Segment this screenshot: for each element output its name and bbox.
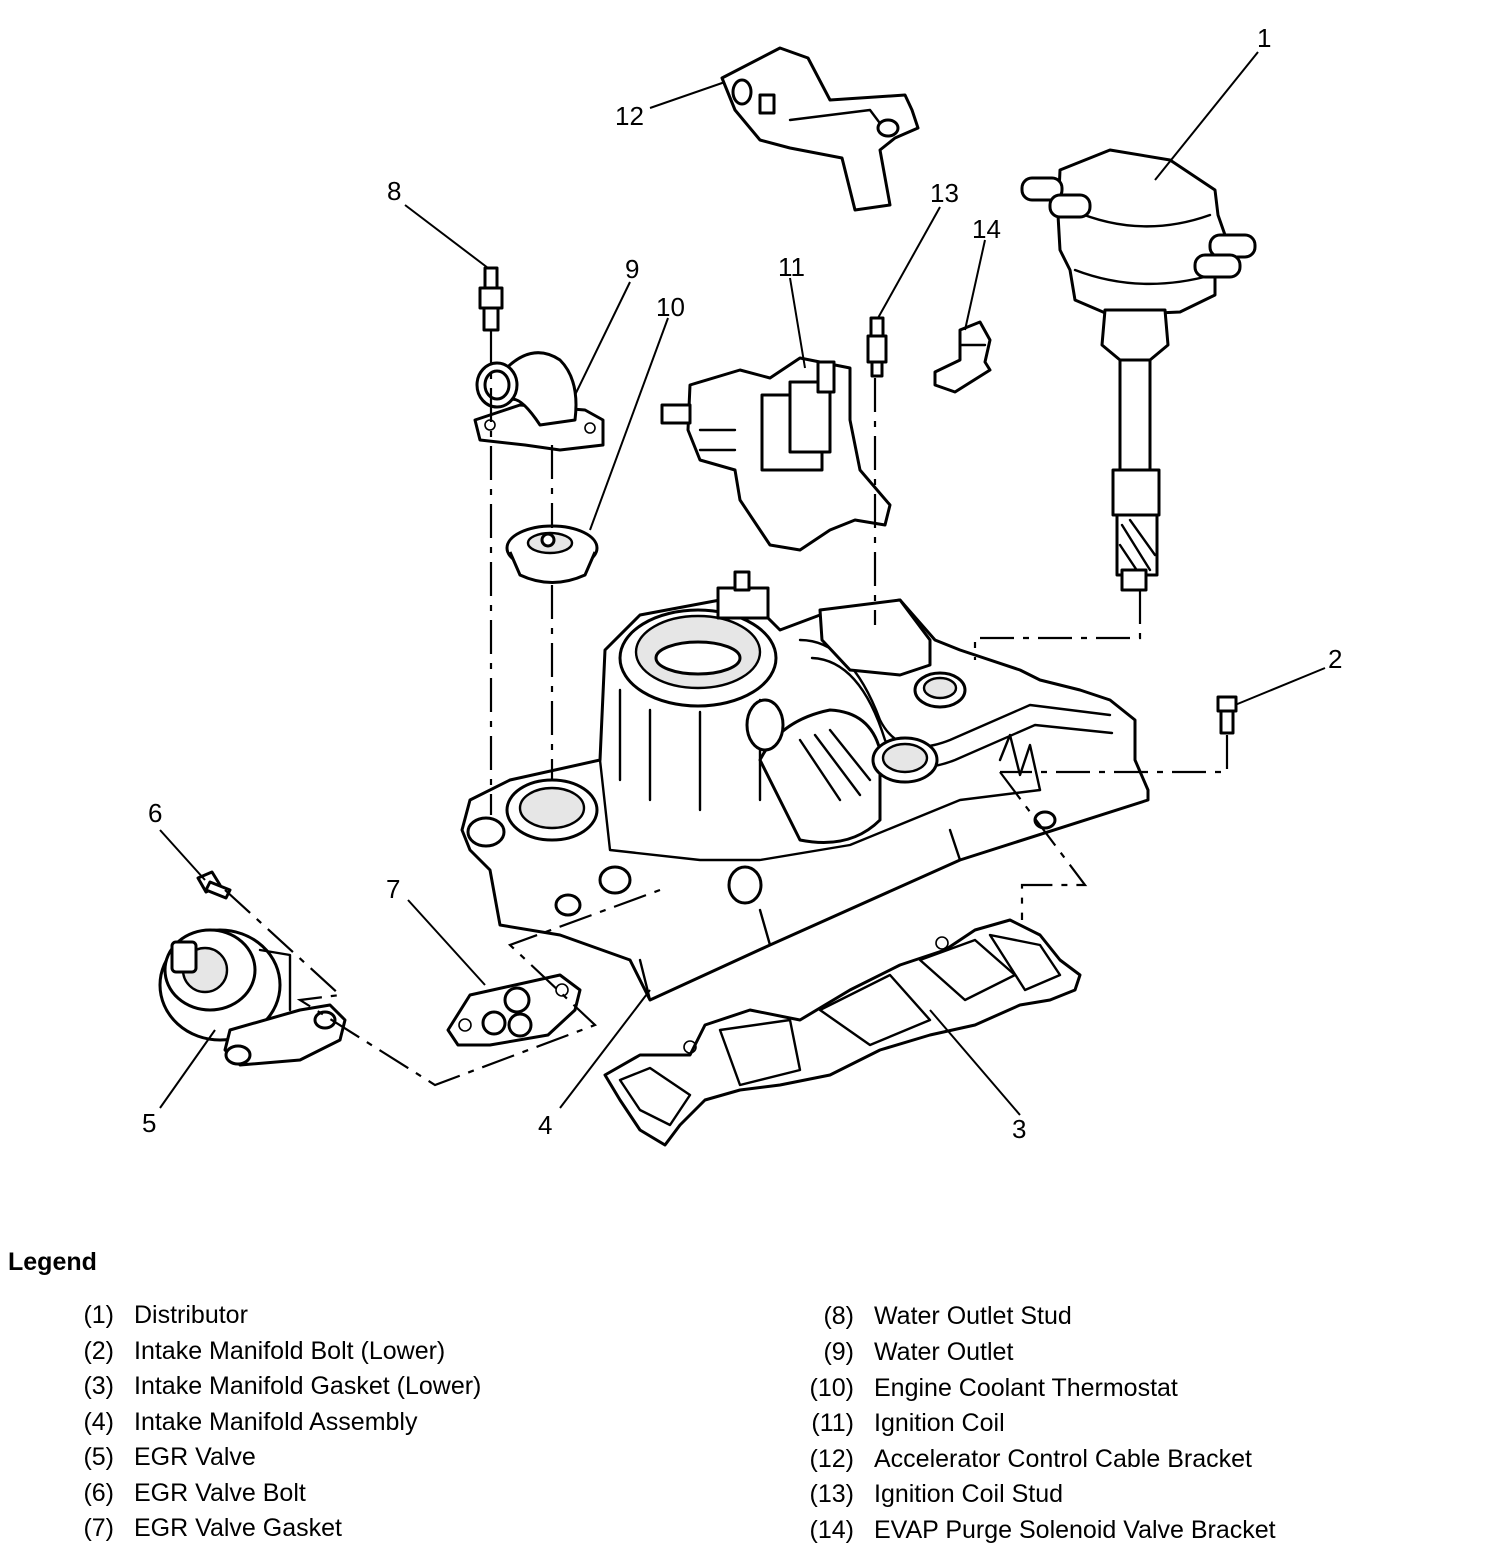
exploded-view-diagram: 1 2 3 4 5 6 7 8 9 10 11 12 13 14 [142,23,1342,1147]
legend-item-number: (10) [809,1374,854,1402]
legend-item-number: (9) [823,1338,854,1366]
legend-item-label: Ignition Coil Stud [874,1480,1064,1508]
legend-item-label: EGR Valve Bolt [134,1479,306,1507]
legend-item-label: Intake Manifold Assembly [134,1408,418,1436]
legend-item-label: Water Outlet Stud [874,1302,1072,1330]
evap-purge-solenoid-valve-bracket [933,320,992,394]
legend-item-label: Engine Coolant Thermostat [874,1374,1178,1402]
legend-item-number: (13) [809,1480,854,1508]
legend-item-label: EGR Valve [134,1443,256,1471]
accelerator-control-cable-bracket [720,46,920,212]
callout-leaders [159,51,1326,1116]
legend-item-number: (6) [83,1479,114,1507]
legend-title: Legend [8,1248,97,1276]
legend-item-number: (4) [83,1408,114,1436]
legend-item-label: EVAP Purge Solenoid Valve Bracket [874,1516,1276,1544]
legend-item-label: EGR Valve Gasket [134,1514,342,1542]
callout-14: 14 [972,214,1001,244]
egr-valve [158,928,347,1067]
engine-coolant-thermostat [505,524,599,584]
callout-1: 1 [1257,23,1271,53]
callout-8: 8 [387,176,401,206]
legend-item-label: Water Outlet [874,1338,1014,1366]
intake-manifold-gasket [603,918,1082,1147]
callout-10: 10 [656,292,685,322]
callout-13: 13 [930,178,959,208]
callout-7: 7 [386,874,400,904]
legend-item-label: Intake Manifold Gasket (Lower) [134,1372,482,1400]
legend-item-number: (11) [811,1409,854,1437]
legend-item-number: (3) [83,1372,114,1400]
ignition-coil [660,356,892,552]
legend-item-label: Intake Manifold Bolt (Lower) [134,1337,446,1365]
callout-3: 3 [1012,1114,1026,1144]
water-outlet-stud [478,266,504,332]
callout-numbers: 1 2 3 4 5 6 7 8 9 10 11 12 13 14 [142,23,1342,1144]
callout-6: 6 [148,798,162,828]
legend-item-label: Ignition Coil [874,1409,1005,1437]
water-outlet [473,351,605,452]
distributor [1020,148,1257,592]
legend-item-label: Distributor [134,1301,248,1329]
legend-item-number: (1) [83,1301,114,1329]
legend-item-number: (5) [83,1443,114,1471]
legend-item-number: (2) [83,1337,114,1365]
callout-12: 12 [615,101,644,131]
callout-2: 2 [1328,644,1342,674]
legend-item-number: (14) [809,1516,854,1544]
legend-item-number: (12) [809,1445,854,1473]
callout-5: 5 [142,1108,156,1138]
egr-valve-gasket [446,973,582,1047]
intake-manifold-bolt [1216,695,1238,735]
legend-item-number: (7) [83,1514,114,1542]
legend-item-number: (8) [823,1302,854,1330]
intake-manifold-assembly [460,570,1150,1002]
callout-4: 4 [538,1110,552,1140]
egr-valve-bolt [196,870,232,900]
legend-item-label: Accelerator Control Cable Bracket [874,1445,1252,1473]
alignment-lines [224,330,1229,1087]
ignition-coil-stud [866,316,888,378]
callout-11: 11 [778,252,805,282]
callout-9: 9 [625,254,639,284]
